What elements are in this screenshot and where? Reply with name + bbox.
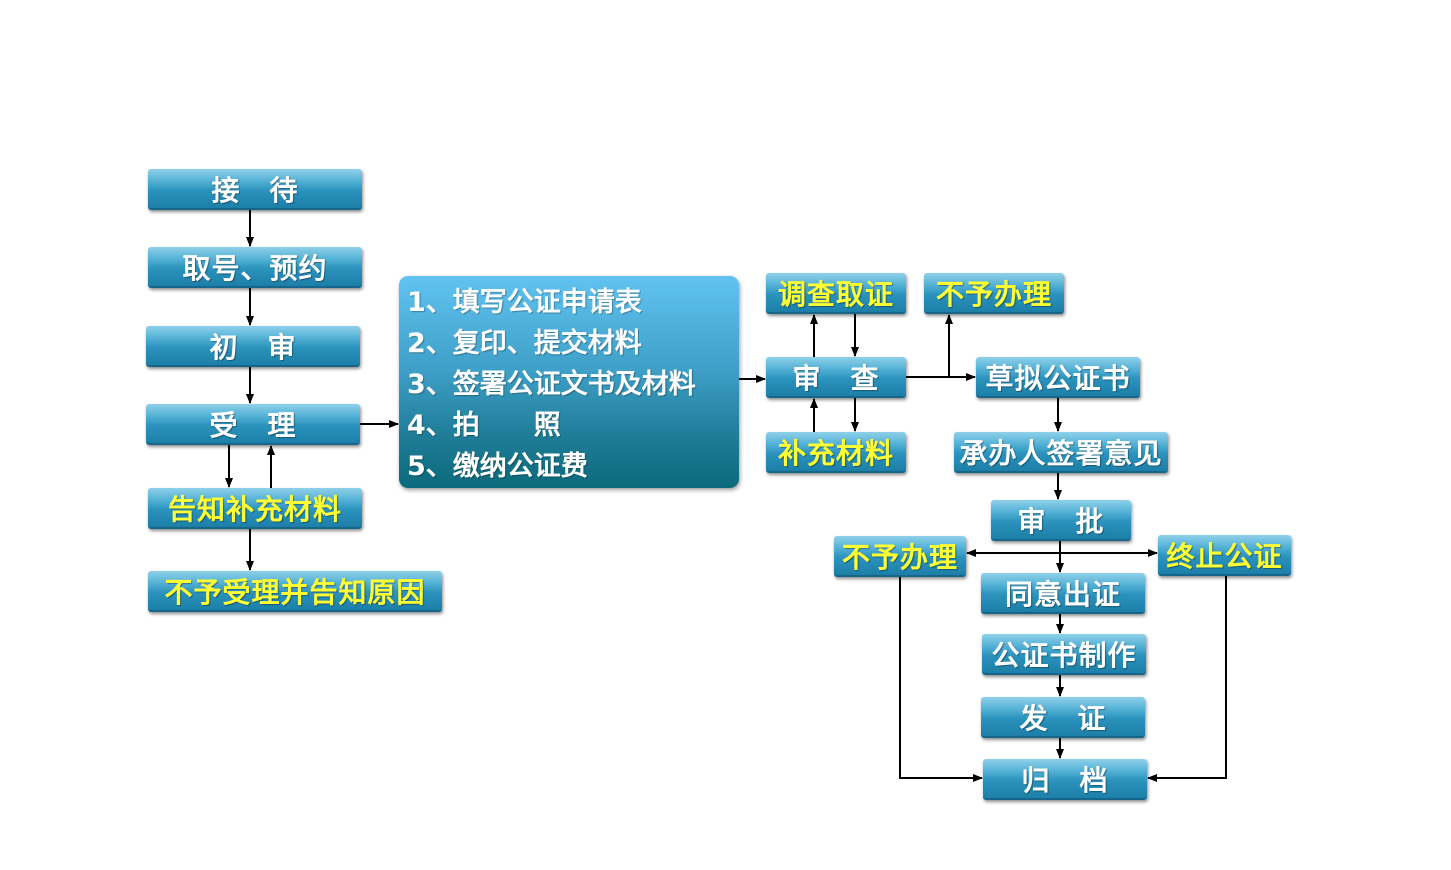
- make-certificate-box: 公证书制作: [982, 634, 1146, 675]
- reception-box: 接 待: [148, 169, 362, 210]
- step-item: 1、填写公证申请表: [407, 287, 642, 318]
- step-item: 4、拍 照: [407, 410, 561, 441]
- no-handle-top-box: 不予办理: [924, 273, 1064, 314]
- reject-notify-box: 不予受理并告知原因: [148, 571, 442, 612]
- officer-opinion-box: 承办人签署意见: [954, 432, 1168, 473]
- queue-box: 取号、预约: [148, 247, 362, 288]
- step-item: 3、签署公证文书及材料: [407, 369, 696, 400]
- agree-box: 同意出证: [981, 573, 1145, 614]
- terminate-box: 终止公证: [1158, 535, 1291, 576]
- supplement-box: 补充材料: [766, 432, 906, 473]
- arrow: [899, 577, 983, 782]
- issue-box: 发 证: [981, 697, 1145, 738]
- acceptance-box: 受 理: [146, 404, 360, 445]
- step-item: 5、缴纳公证费: [407, 451, 588, 482]
- examine-box: 审 查: [766, 357, 906, 398]
- arrow: [1147, 576, 1227, 782]
- draft-box: 草拟公证书: [976, 357, 1140, 398]
- application-steps-box: 1、填写公证申请表 2、复印、提交材料 3、签署公证文书及材料 4、拍 照 5、…: [399, 276, 739, 488]
- approve-box: 审 批: [991, 500, 1131, 541]
- notify-supplement-box: 告知补充材料: [148, 488, 362, 529]
- first-review-box: 初 审: [146, 326, 360, 367]
- no-handle-mid-box: 不予办理: [834, 536, 966, 577]
- step-item: 2、复印、提交材料: [407, 328, 642, 359]
- investigate-box: 调查取证: [766, 273, 906, 314]
- archive-box: 归 档: [983, 759, 1147, 800]
